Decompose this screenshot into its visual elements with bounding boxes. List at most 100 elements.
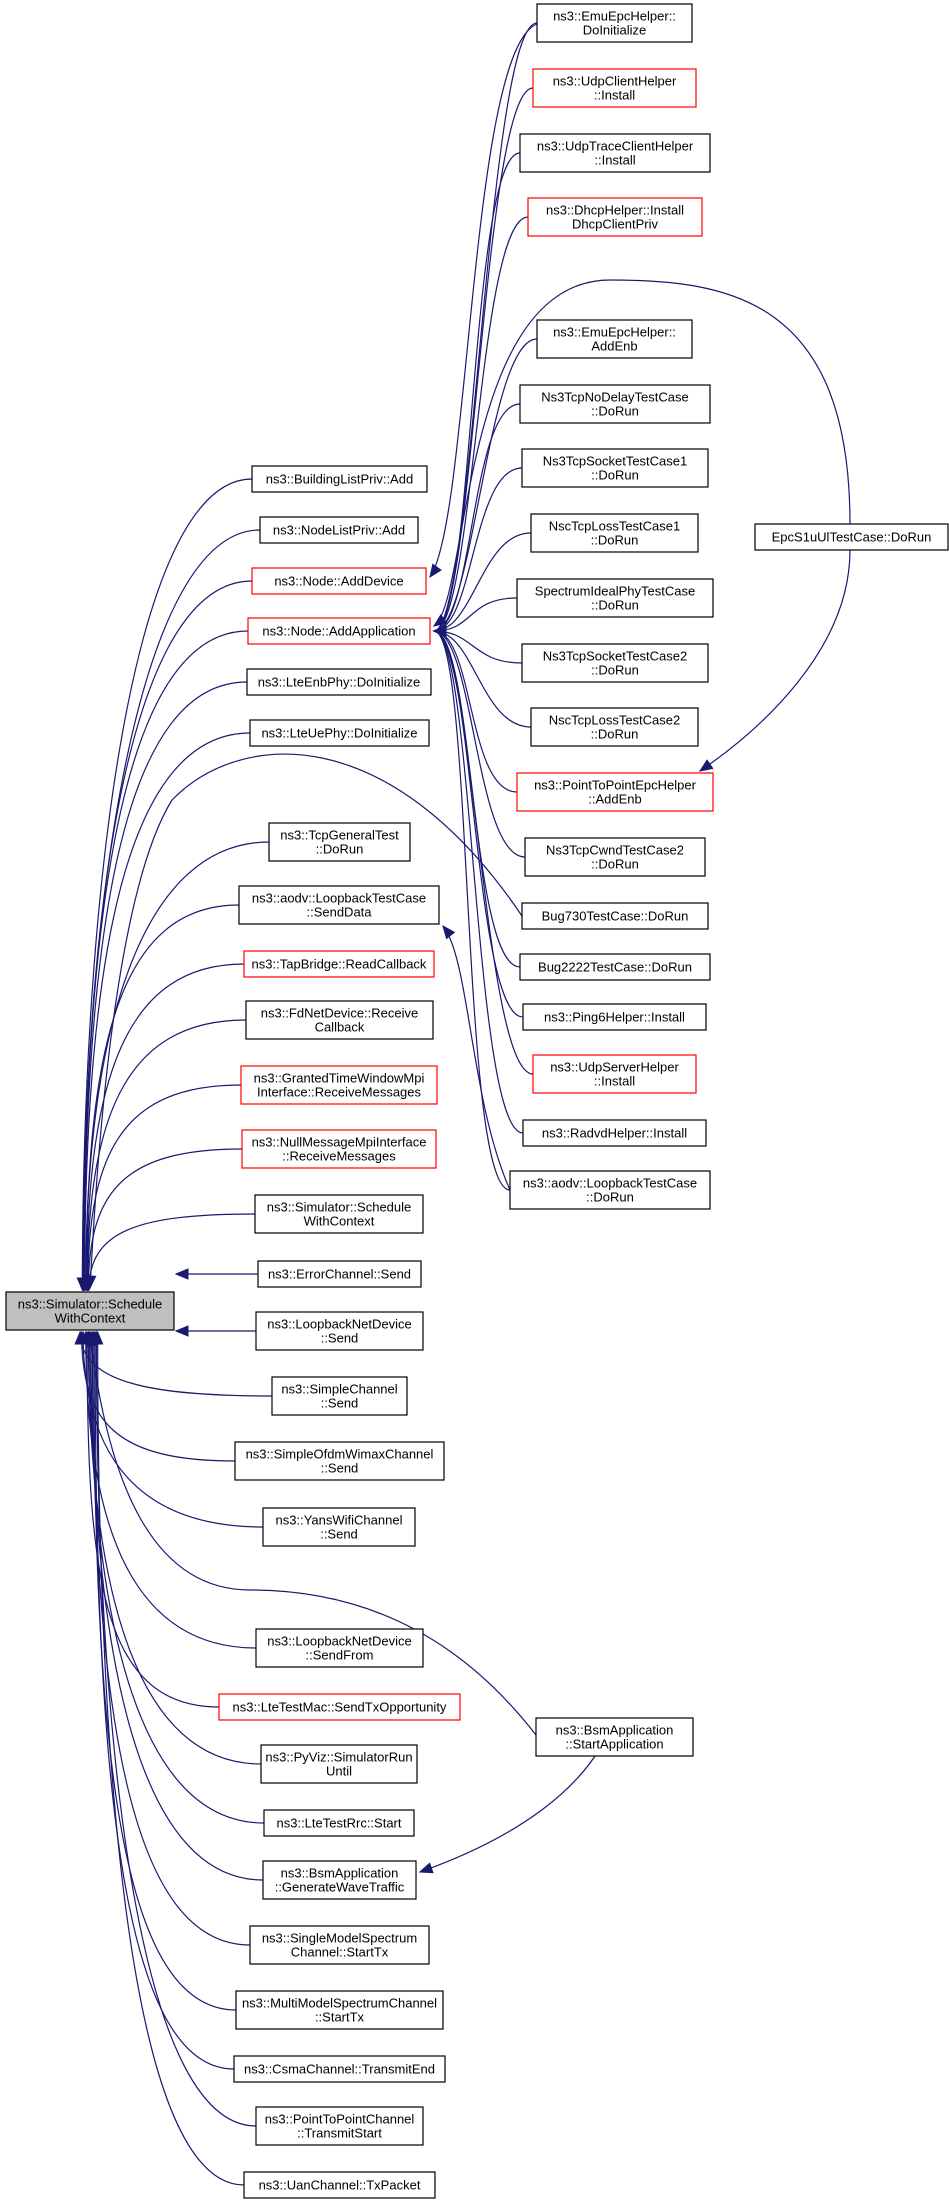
- function-label: ns3::LoopbackNetDevice: [267, 1634, 412, 1649]
- function-node-addapp[interactable]: ns3::Node::AddApplication: [247, 617, 431, 645]
- function-node-udptrace[interactable]: ns3::UdpTraceClientHelper::Install: [519, 133, 711, 173]
- function-label: ::ReceiveMessages: [282, 1149, 396, 1164]
- function-label: ns3::NodeListPriv::Add: [273, 523, 405, 538]
- function-node-radvd[interactable]: ns3::RadvdHelper::Install: [522, 1119, 707, 1147]
- call-edge-udpserver-to-addapp: [432, 625, 534, 1075]
- function-node-adddevice[interactable]: ns3::Node::AddDevice: [251, 567, 427, 595]
- function-node-lteenbphy[interactable]: ns3::LteEnbPhy::DoInitialize: [246, 668, 432, 696]
- function-node-granted[interactable]: ns3::GrantedTimeWindowMpiInterface::Rece…: [240, 1065, 438, 1105]
- function-node-tcpgeneral[interactable]: ns3::TcpGeneralTest::DoRun: [268, 822, 411, 862]
- function-node-ofdm[interactable]: ns3::SimpleOfdmWimaxChannel::Send: [234, 1441, 445, 1481]
- function-node-nodelay[interactable]: Ns3TcpNoDelayTestCase::DoRun: [519, 384, 711, 424]
- function-label: ::AddEnb: [588, 792, 642, 807]
- function-node-spectrumideal[interactable]: SpectrumIdealPhyTestCase::DoRun: [516, 578, 714, 618]
- function-node-simplech[interactable]: ns3::SimpleChannel::Send: [271, 1376, 408, 1416]
- function-label: ::Install: [594, 1074, 635, 1089]
- function-label: ns3::PointToPointChannel: [265, 2112, 415, 2127]
- call-edge-lteenbphy-to-root: [78, 681, 248, 1292]
- function-label: ns3::DhcpHelper::Install: [546, 203, 684, 218]
- function-node-udpclient[interactable]: ns3::UdpClientHelper::Install: [532, 68, 697, 108]
- function-node-udpserver[interactable]: ns3::UdpServerHelper::Install: [532, 1054, 697, 1094]
- function-label: ns3::RadvdHelper::Install: [542, 1126, 687, 1141]
- function-label: ns3::YansWifiChannel: [276, 1513, 403, 1528]
- function-label: ::SendFrom: [306, 1648, 374, 1663]
- function-node-nullmsg[interactable]: ns3::NullMessageMpiInterface::ReceiveMes…: [241, 1129, 437, 1169]
- function-node-emuaddenb[interactable]: ns3::EmuEpcHelper::AddEnb: [536, 319, 693, 359]
- function-label: ns3::Simulator::Schedule: [267, 1200, 412, 1215]
- function-node-nscloss2[interactable]: NscTcpLossTestCase2::DoRun: [530, 707, 699, 747]
- call-edge-aodvrun-to-addapp: [432, 625, 511, 1191]
- function-node-aodvrun[interactable]: ns3::aodv::LoopbackTestCase::DoRun: [509, 1170, 711, 1210]
- function-label: Interface::ReceiveMessages: [257, 1085, 422, 1100]
- call-edge-yans-to-root: [77, 1330, 264, 1528]
- function-node-multimodel[interactable]: ns3::MultiModelSpectrumChannel::StartTx: [235, 1990, 444, 2030]
- function-label: ns3::BsmApplication: [556, 1723, 674, 1738]
- function-node-bug2222[interactable]: Bug2222TestCase::DoRun: [519, 953, 711, 981]
- function-label: ::DoRun: [591, 533, 639, 548]
- call-edge-uan-to-root: [91, 1330, 245, 2186]
- function-node-csma[interactable]: ns3::CsmaChannel::TransmitEnd: [233, 2055, 446, 2083]
- call-edge-nullmsg-to-root: [82, 1148, 243, 1292]
- function-node-emuinit[interactable]: ns3::EmuEpcHelper::DoInitialize: [536, 3, 693, 43]
- function-node-buildinglist[interactable]: ns3::BuildingListPriv::Add: [251, 465, 428, 493]
- function-node-epcs1u[interactable]: EpcS1uUlTestCase::DoRun: [754, 523, 949, 551]
- function-label: ::Send: [321, 1461, 359, 1476]
- function-label: ::TransmitStart: [297, 2126, 382, 2141]
- function-label: ns3::BuildingListPriv::Add: [266, 472, 413, 487]
- function-node-yans[interactable]: ns3::YansWifiChannel::Send: [262, 1507, 416, 1547]
- function-label: Bug730TestCase::DoRun: [542, 909, 689, 924]
- function-label: ns3::LoopbackNetDevice: [267, 1317, 412, 1332]
- function-node-uan[interactable]: ns3::UanChannel::TxPacket: [243, 2171, 436, 2199]
- function-label: ns3::UdpServerHelper: [550, 1060, 679, 1075]
- function-label: ::DoRun: [591, 404, 639, 419]
- function-label: WithContext: [304, 1214, 375, 1229]
- call-edge-nodelist-to-root: [77, 529, 261, 1292]
- function-node-nscloss1[interactable]: NscTcpLossTestCase1::DoRun: [530, 513, 699, 553]
- call-edge-emuinit-to-adddevice: [429, 23, 538, 579]
- function-node-bsmgen[interactable]: ns3::BsmApplication::GenerateWaveTraffic: [262, 1860, 417, 1900]
- call-edge-ping6-to-addapp: [432, 625, 524, 1018]
- call-edge-simplech-to-root: [74, 1330, 273, 1397]
- function-label: ::DoRun: [591, 727, 639, 742]
- call-edge-emuinit-to-addapp: [432, 22, 538, 637]
- function-node-bsmstart[interactable]: ns3::BsmApplication::StartApplication: [535, 1717, 694, 1757]
- call-edge-udptrace-to-addapp: [432, 152, 521, 637]
- function-label: ns3::PointToPointEpcHelper: [534, 778, 697, 793]
- function-node-ltetestmac[interactable]: ns3::LteTestMac::SendTxOpportunity: [218, 1693, 461, 1721]
- function-node-cwnd2[interactable]: Ns3TcpCwndTestCase2::DoRun: [524, 837, 706, 877]
- function-label: ns3::EmuEpcHelper::: [553, 9, 676, 24]
- function-node-bug730[interactable]: Bug730TestCase::DoRun: [521, 902, 709, 930]
- function-node-tapbridge[interactable]: ns3::TapBridge::ReadCallback: [243, 950, 435, 978]
- function-label: ns3::LteTestMac::SendTxOpportunity: [233, 1700, 447, 1715]
- function-node-socket2[interactable]: Ns3TcpSocketTestCase2::DoRun: [521, 643, 709, 683]
- function-label: Ns3TcpNoDelayTestCase: [541, 390, 688, 405]
- call-edge-fdnet-to-root: [81, 1019, 247, 1292]
- function-node-ping6[interactable]: ns3::Ping6Helper::Install: [522, 1003, 707, 1031]
- function-node-lteuephy[interactable]: ns3::LteUePhy::DoInitialize: [249, 719, 430, 747]
- function-label: AddEnb: [591, 339, 637, 354]
- function-node-aodvsend[interactable]: ns3::aodv::LoopbackTestCase::SendData: [238, 885, 440, 925]
- function-node-socket1[interactable]: Ns3TcpSocketTestCase1::DoRun: [521, 448, 709, 488]
- function-node-nodelist[interactable]: ns3::NodeListPriv::Add: [259, 516, 419, 544]
- call-edge-dhcp-to-addapp: [432, 216, 529, 637]
- function-node-p2pch[interactable]: ns3::PointToPointChannel::TransmitStart: [255, 2106, 424, 2146]
- function-node-loopfrom[interactable]: ns3::LoopbackNetDevice::SendFrom: [255, 1628, 424, 1668]
- call-edge-granted-to-root: [82, 1084, 242, 1292]
- function-label: ns3::TapBridge::ReadCallback: [252, 957, 427, 972]
- function-node-errorch[interactable]: ns3::ErrorChannel::Send: [257, 1260, 422, 1288]
- call-edge-simsched-to-root: [83, 1213, 256, 1292]
- function-label: ::DoRun: [316, 842, 364, 857]
- call-edge-loopfrom-to-root: [79, 1330, 257, 1649]
- function-label: ::Send: [321, 1396, 359, 1411]
- function-label: Ns3TcpCwndTestCase2: [546, 843, 684, 858]
- function-node-ltetestrrc[interactable]: ns3::LteTestRrc::Start: [263, 1809, 415, 1837]
- function-node-p2pepc[interactable]: ns3::PointToPointEpcHelper::AddEnb: [516, 772, 714, 812]
- function-label: ns3::Node::AddDevice: [274, 574, 403, 589]
- function-node-loopsend[interactable]: ns3::LoopbackNetDevice::Send: [255, 1311, 424, 1351]
